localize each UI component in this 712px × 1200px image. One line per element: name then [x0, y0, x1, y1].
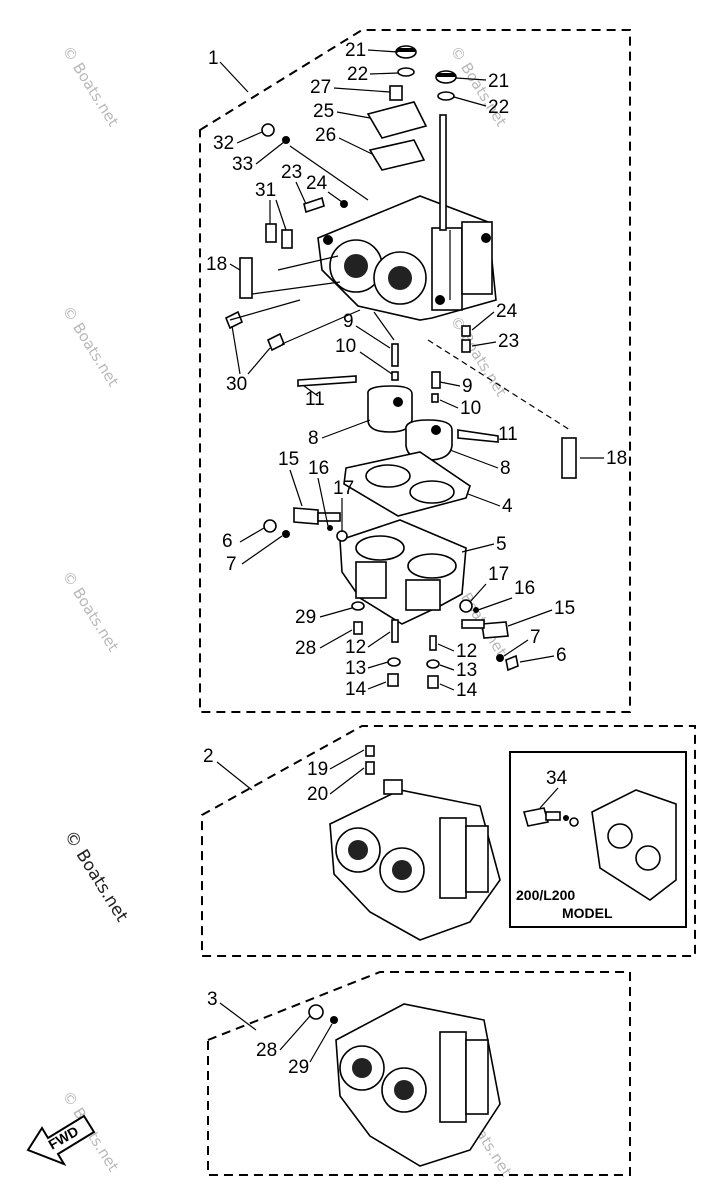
callout-16: 16 — [514, 578, 535, 599]
callout-7: 7 — [226, 554, 237, 575]
callout-19: 19 — [307, 759, 328, 780]
inset-model-line2: MODEL — [562, 905, 613, 921]
assembly-3-label: 3 — [207, 989, 218, 1010]
callout-30: 30 — [226, 374, 247, 395]
callout-18: 18 — [206, 254, 227, 275]
callout-8: 8 — [500, 458, 511, 479]
callouts: 21 22 21 22 27 25 32 33 26 23 24 31 18 2… — [206, 40, 627, 1078]
callout-14: 14 — [345, 679, 367, 700]
callout-26: 26 — [315, 125, 336, 146]
assembly-labels: 1 2 3 — [203, 48, 257, 1031]
callout-24: 24 — [306, 173, 328, 194]
assembly-boundaries — [199, 29, 696, 1176]
callout-8: 8 — [308, 428, 319, 449]
model-inset: 200/L200 MODEL — [509, 751, 687, 928]
carburetor-assembly-3 — [308, 1003, 501, 1167]
callout-27: 27 — [310, 77, 331, 98]
callout-33: 33 — [232, 154, 253, 175]
callout-28: 28 — [256, 1040, 277, 1061]
float-bowl-gasket — [343, 451, 471, 517]
assembly-2-boundary — [201, 725, 696, 957]
callout-13: 13 — [345, 658, 366, 679]
callout-10: 10 — [460, 398, 481, 419]
watermark: © Boats.net — [447, 313, 511, 400]
callout-4: 4 — [502, 496, 513, 517]
callout-12: 12 — [456, 641, 477, 662]
callout-12: 12 — [345, 637, 366, 658]
callout-6: 6 — [556, 645, 567, 666]
callout-31: 31 — [255, 180, 276, 201]
callout-25: 25 — [313, 101, 334, 122]
callout-22: 22 — [488, 97, 509, 118]
callout-11: 11 — [305, 389, 325, 410]
callout-21: 21 — [345, 40, 366, 61]
fwd-arrow: FWD — [26, 1114, 96, 1166]
callout-18: 18 — [606, 448, 627, 469]
callout-17: 17 — [333, 478, 354, 499]
callout-5: 5 — [496, 534, 507, 555]
part-18-plug — [561, 437, 577, 479]
callout-9: 9 — [462, 376, 473, 397]
dash-guide-lines — [229, 145, 571, 431]
callout-20: 20 — [307, 784, 328, 805]
callout-23: 23 — [498, 331, 519, 352]
watermark: © Boats.net — [59, 43, 123, 130]
callout-28: 28 — [295, 638, 316, 659]
callout-21: 21 — [488, 71, 509, 92]
assembly-1-boundary — [199, 29, 631, 713]
callout-10: 10 — [335, 336, 356, 357]
callout-13: 13 — [456, 660, 477, 681]
assembly-1-label: 1 — [208, 48, 219, 69]
callout-22: 22 — [347, 64, 368, 85]
callout-15: 15 — [554, 598, 575, 619]
callout-9: 9 — [343, 311, 354, 332]
callout-16: 16 — [308, 458, 329, 479]
watermark: © Boats.net — [59, 303, 123, 390]
watermark: © Boats.net — [59, 568, 123, 655]
callout-29: 29 — [295, 607, 316, 628]
callout-15: 15 — [278, 449, 299, 470]
callout-34: 34 — [546, 768, 568, 789]
callout-14: 14 — [456, 680, 478, 701]
callout-29: 29 — [288, 1057, 309, 1078]
callout-11: 11 — [498, 424, 518, 445]
fwd-arrow-icon — [26, 1114, 96, 1166]
callout-6: 6 — [222, 531, 233, 552]
callout-7: 7 — [530, 627, 541, 648]
callout-24: 24 — [496, 301, 518, 322]
bowl-fasteners — [263, 507, 519, 689]
float-bowl — [339, 519, 467, 625]
callout-23: 23 — [281, 162, 302, 183]
small-parts-upper — [224, 45, 471, 353]
callout-17: 17 — [488, 564, 509, 585]
assembly-3-boundary — [207, 971, 631, 1176]
assembly-2-label: 2 — [203, 746, 214, 767]
carburetor-assembly-2 — [329, 745, 501, 941]
watermark-dark: © Boats.net — [60, 827, 132, 926]
carburetor-body-upper — [317, 114, 497, 321]
inset-model-line1: 200/L200 — [516, 887, 575, 903]
callout-32: 32 — [213, 133, 234, 154]
